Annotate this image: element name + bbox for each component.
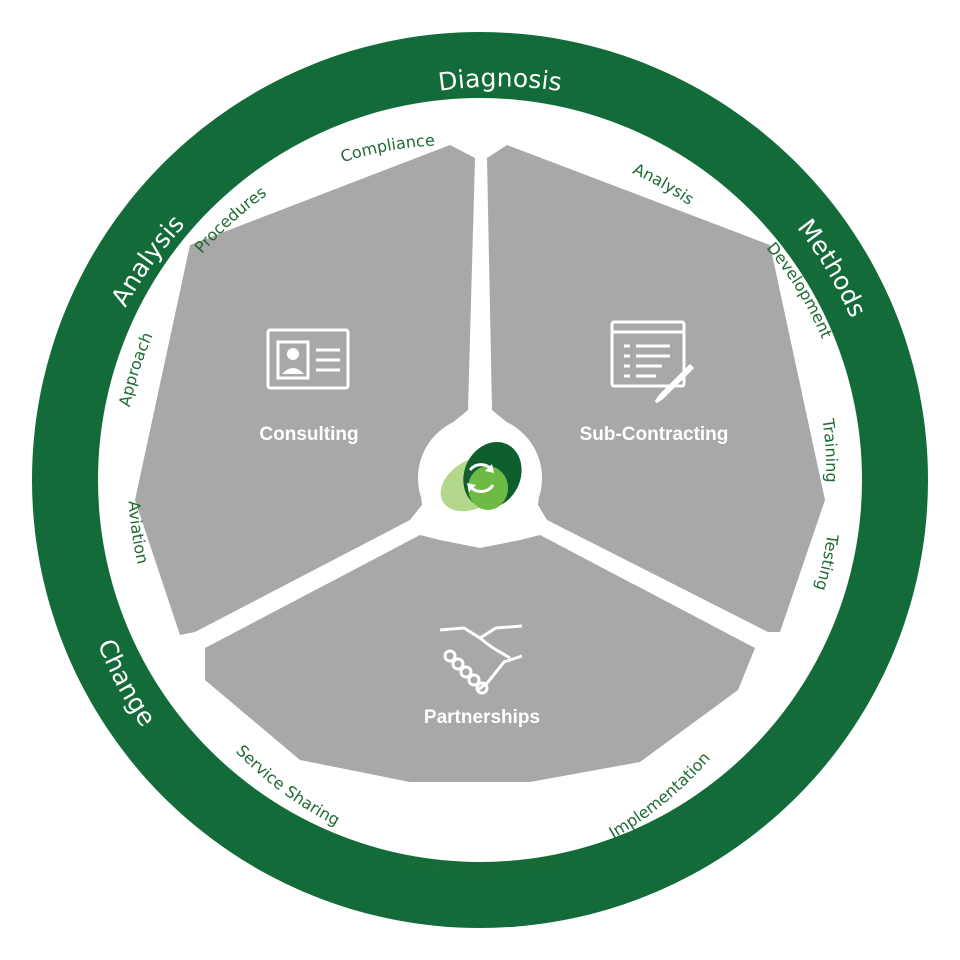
cycle-logo-icon xyxy=(440,441,522,512)
document-edit-icon xyxy=(610,320,695,404)
segment-partnerships[interactable] xyxy=(205,535,755,782)
id-card-icon xyxy=(266,328,350,390)
inner-label-training: Training xyxy=(818,417,841,483)
outer-label-risk: Risk xyxy=(597,909,656,952)
segment-sub-contracting[interactable] xyxy=(487,145,825,632)
consulting-segment-shape xyxy=(135,145,475,635)
consulting-title: Consulting xyxy=(259,424,358,445)
outer-label-diagnosis: Diagnosis xyxy=(436,63,563,97)
segment-consulting[interactable] xyxy=(135,145,475,635)
partnerships-title: Partnerships xyxy=(424,707,540,728)
sub-contracting-title: Sub-Contracting xyxy=(580,424,729,445)
handshake-icon xyxy=(439,624,523,695)
partnerships-segment-shape xyxy=(205,535,755,782)
sub-contracting-segment-shape xyxy=(487,145,825,632)
